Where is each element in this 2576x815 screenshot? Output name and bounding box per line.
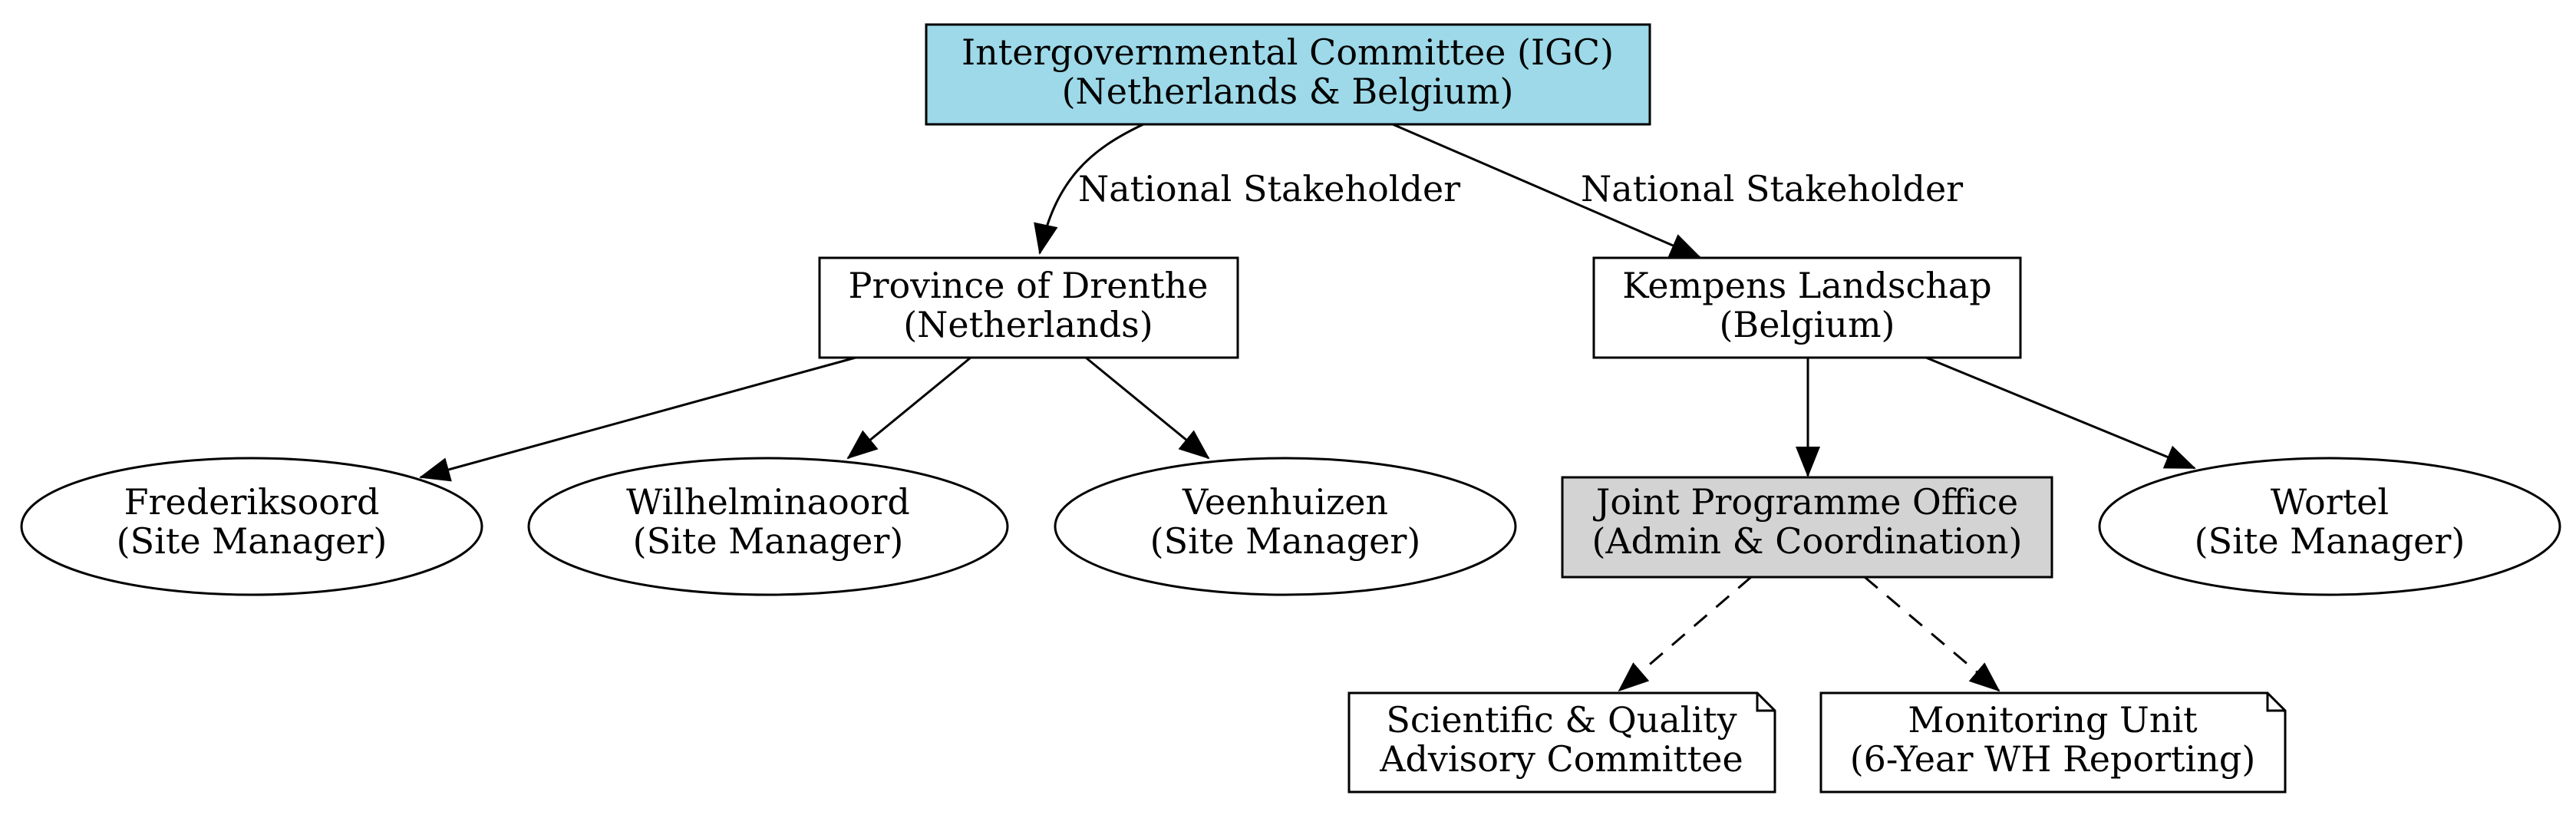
node-wortel-line1: Wortel — [2271, 481, 2389, 523]
edge-jpo-to-scientific — [1618, 576, 1752, 692]
edges — [419, 123, 2196, 692]
node-frederiksoord-line1: Frederiksoord — [124, 481, 380, 523]
edge-label-igc-kempens: National Stakeholder — [1581, 168, 1963, 210]
node-kempens-line1: Kempens Landschap — [1622, 265, 1991, 306]
node-veenhuizen-line2: (Site Manager) — [1150, 520, 1421, 562]
node-frederiksoord-line2: (Site Manager) — [117, 520, 388, 562]
node-wilhelminaoord-line2: (Site Manager) — [633, 520, 904, 562]
node-drenthe: Province of Drenthe (Netherlands) — [818, 256, 1239, 359]
node-igc-line2: (Netherlands & Belgium) — [1062, 71, 1514, 112]
node-jpo-line2: (Admin & Coordination) — [1591, 520, 2022, 562]
edge-drenthe-to-veenhuizen — [1085, 356, 1210, 460]
edge-drenthe-to-wilhelminaoord — [846, 356, 971, 460]
node-monitoring: Monitoring Unit (6-Year WH Reporting) — [1819, 691, 2287, 794]
edge-igc-to-kempens — [1392, 123, 1701, 259]
node-monitoring-line1: Monitoring Unit — [1908, 699, 2198, 741]
edge-drenthe-to-frederiksoord — [419, 356, 856, 482]
node-drenthe-line2: (Netherlands) — [903, 304, 1153, 345]
edge-igc-to-drenthe — [1034, 123, 1144, 255]
edge-kempens-to-wortel — [1925, 356, 2196, 470]
node-scientific: Scientific & Quality Advisory Committee — [1347, 691, 1776, 794]
node-wilhelminaoord: Wilhelminaoord (Site Manager) — [527, 457, 1009, 596]
node-drenthe-line1: Province of Drenthe — [849, 265, 1209, 306]
node-wilhelminaoord-line1: Wilhelminaoord — [626, 481, 910, 523]
node-frederiksoord: Frederiksoord (Site Manager) — [20, 457, 483, 596]
node-wortel: Wortel (Site Manager) — [2098, 457, 2561, 596]
node-jpo-line1: Joint Programme Office — [1593, 481, 2018, 523]
node-igc-line1: Intergovernmental Committee (IGC) — [961, 31, 1614, 73]
node-monitoring-line2: (6-Year WH Reporting) — [1850, 738, 2256, 780]
edge-label-igc-drenthe: National Stakeholder — [1078, 168, 1460, 210]
node-kempens: Kempens Landschap (Belgium) — [1592, 256, 2022, 359]
node-veenhuizen: Veenhuizen (Site Manager) — [1054, 457, 1517, 596]
node-scientific-line1: Scientific & Quality — [1386, 699, 1737, 741]
node-scientific-line2: Advisory Committee — [1379, 738, 1743, 780]
node-wortel-line2: (Site Manager) — [2195, 520, 2466, 562]
node-kempens-line2: (Belgium) — [1719, 304, 1895, 345]
node-jpo: Joint Programme Office (Admin & Coordina… — [1561, 476, 2053, 579]
edge-jpo-to-monitoring — [1864, 576, 2000, 692]
node-igc: Intergovernmental Committee (IGC) (Nethe… — [925, 23, 1651, 126]
node-veenhuizen-line1: Veenhuizen — [1182, 481, 1388, 523]
